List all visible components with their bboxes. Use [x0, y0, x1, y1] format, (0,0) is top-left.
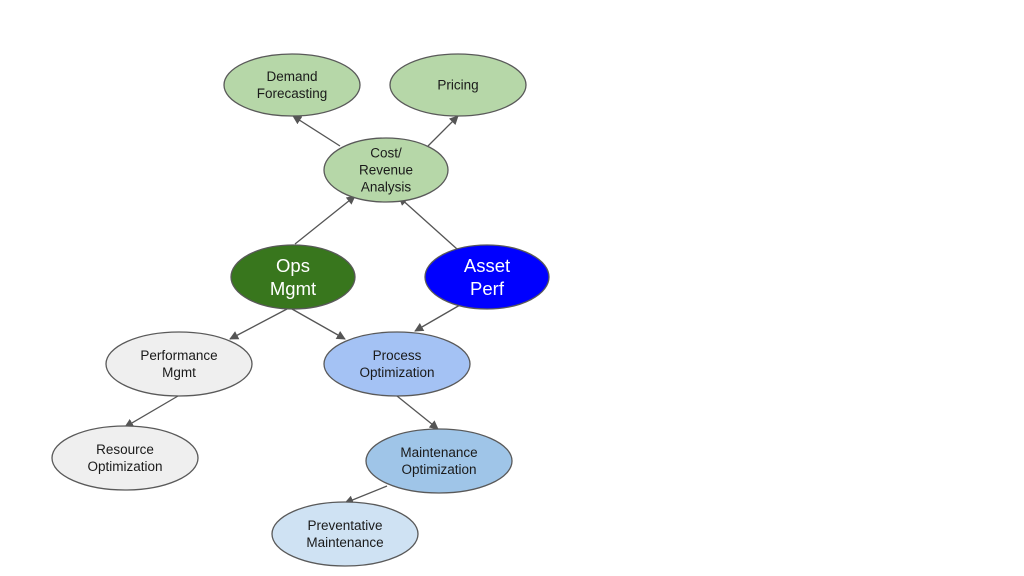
- node-demand-label-line: Forecasting: [257, 86, 328, 101]
- node-resource-label-line: Resource: [96, 442, 154, 457]
- edge-process-maint: [396, 395, 439, 430]
- edge-cost-pricing: [427, 115, 459, 147]
- edge-ops-perf: [229, 308, 288, 340]
- node-asset-label-line: Perf: [470, 278, 505, 299]
- node-process-label-line: Optimization: [359, 365, 434, 380]
- edge-perf-resource: [124, 395, 179, 428]
- node-demand-label-line: Demand: [266, 69, 317, 84]
- node-pricing: Pricing: [389, 53, 527, 117]
- node-ops-label-line: Ops: [276, 255, 310, 276]
- node-maint-shape: [365, 428, 513, 494]
- node-process-label-line: Process: [373, 348, 422, 363]
- node-process-shape: [323, 331, 471, 397]
- node-perf-shape: [105, 331, 253, 397]
- node-pricing-label-line: Pricing: [437, 78, 478, 93]
- node-cost-label-line: Analysis: [361, 180, 412, 195]
- node-ops-label-line: Mgmt: [270, 278, 316, 299]
- node-cost-label-line: Revenue: [359, 163, 413, 178]
- node-pricing-shape: [389, 53, 527, 117]
- node-maint-label-line: Maintenance: [400, 445, 477, 460]
- node-perf-label-line: Performance: [140, 348, 217, 363]
- node-resource-label-line: Optimization: [87, 459, 162, 474]
- node-cost-label-line: Cost/: [370, 146, 402, 161]
- node-demand-shape: [223, 53, 361, 117]
- edge-cost-demand: [292, 115, 341, 147]
- node-asset-label-line: Asset: [464, 255, 510, 276]
- node-cost-shape: [323, 137, 449, 203]
- edges-layer: [124, 115, 461, 505]
- node-prev-label-line: Preventative: [307, 518, 382, 533]
- edge-asset-cost: [398, 196, 458, 250]
- edge-maint-prev: [344, 485, 388, 505]
- node-asset-shape: [424, 244, 550, 310]
- node-prev-shape: [271, 501, 419, 567]
- edge-ops-process: [291, 308, 346, 340]
- node-perf-label-line: Mgmt: [162, 365, 196, 380]
- node-ops-shape: [230, 244, 356, 310]
- edge-asset-process: [414, 304, 461, 332]
- node-maint-label-line: Optimization: [401, 462, 476, 477]
- node-prev-label-line: Maintenance: [306, 535, 383, 550]
- node-resource-shape: [51, 425, 199, 491]
- edge-ops-cost: [294, 195, 356, 245]
